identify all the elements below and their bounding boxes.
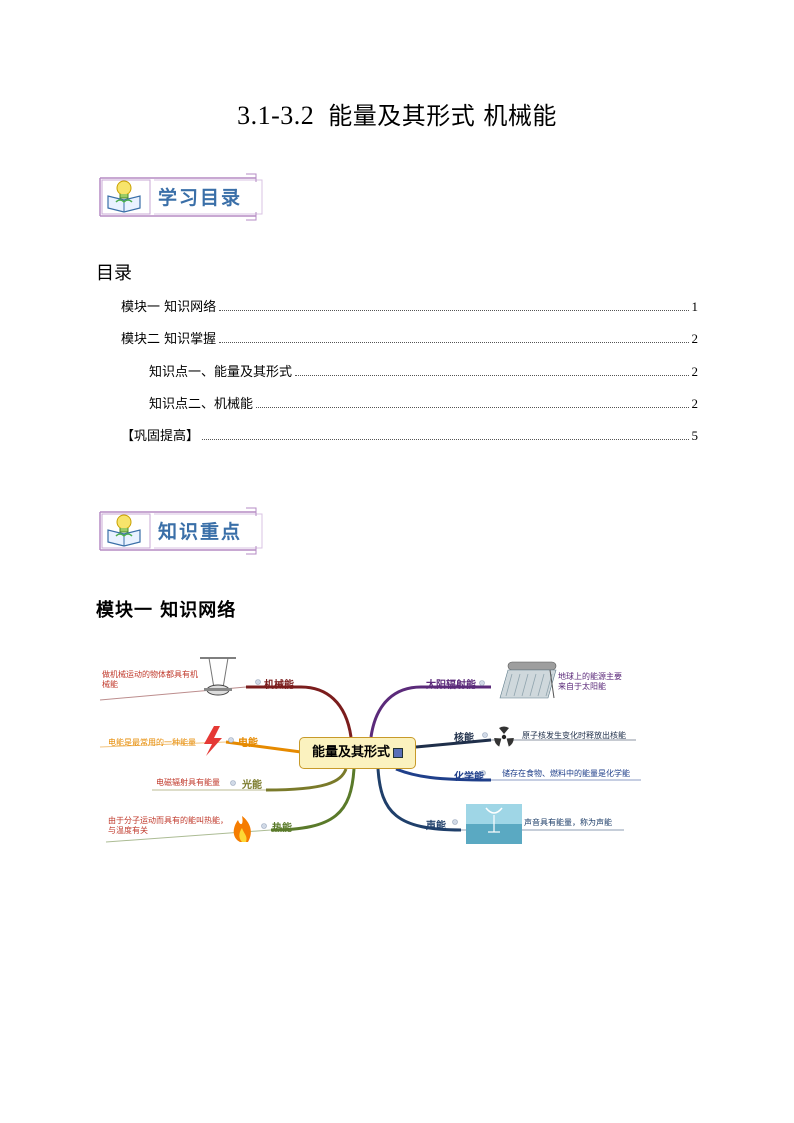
toc-item-label: 知识点一、能量及其形式 — [149, 365, 293, 380]
toc-item-page: 2 — [691, 331, 699, 346]
mindmap: 能量及其形式 做机械运动的物体都具有机械能 机械能 电能是最常用的一种能量 电能… — [96, 652, 651, 852]
key-points-banner: 知识重点 — [96, 506, 264, 556]
mindmap-node[interactable]: 电能 — [238, 738, 258, 749]
toc-item-label: 模块一 知识网络 — [121, 300, 217, 315]
banner-frame — [99, 173, 263, 221]
title-code: 3.1-3.2 — [237, 101, 315, 130]
mindmap-node[interactable]: 声能 — [426, 821, 446, 832]
toc-leader — [219, 342, 689, 343]
mindmap-center-node[interactable]: 能量及其形式 — [299, 737, 416, 769]
mindmap-desc: 储存在食物、燃料中的能量是化学能 — [502, 769, 630, 778]
mindmap-node[interactable]: 化学能 — [454, 772, 484, 783]
sound-glass-photo-icon — [466, 804, 522, 844]
toc-leader — [295, 375, 689, 376]
lightbulb-book-icon — [107, 514, 141, 547]
mindmap-desc: 地球上的能源主要来自于太阳能 — [558, 672, 622, 691]
mindmap-desc: 由于分子运动而具有的能叫热能，与温度有关 — [108, 816, 228, 835]
toc-item-page: 1 — [691, 299, 699, 314]
toc-item-page: 5 — [691, 428, 699, 443]
page-title: 3.1-3.2 能量及其形式 机械能 — [0, 96, 794, 131]
toc-item-label: 模块二 知识掌握 — [121, 332, 217, 347]
banner-contents-text: 学习目录 — [158, 187, 243, 209]
mindmap-node[interactable]: 机械能 — [264, 680, 294, 691]
module1-heading: 模块一 知识网络 — [96, 600, 237, 621]
lightning-icon — [204, 726, 222, 756]
mindmap-desc: 做机械运动的物体都具有机械能 — [102, 670, 198, 689]
toc-item[interactable]: 【巩固提高】 5 — [121, 426, 698, 444]
toc-heading: 目录 — [96, 263, 132, 284]
mindmap-node[interactable]: 核能 — [454, 733, 474, 744]
toc-leader — [219, 310, 689, 311]
mindmap-node[interactable]: 热能 — [272, 823, 292, 834]
toc-item-page: 2 — [691, 364, 699, 379]
toc-item[interactable]: 知识点一、能量及其形式 2 — [149, 362, 698, 380]
banner-key-points-text: 知识重点 — [158, 521, 243, 543]
toc-item-label: 【巩固提高】 — [121, 429, 200, 444]
lightbulb-book-icon — [107, 180, 141, 213]
toc-item-page: 2 — [691, 396, 699, 411]
toc-item[interactable]: 模块二 知识掌握 2 — [121, 329, 698, 347]
note-icon — [393, 747, 403, 758]
fire-icon — [233, 816, 251, 842]
mindmap-node[interactable]: 太阳辐射能 — [426, 680, 476, 691]
mindmap-desc: 原子核发生变化时释放出核能 — [522, 731, 626, 740]
mindmap-desc: 电磁辐射具有能量 — [156, 778, 220, 787]
toc-item[interactable]: 知识点二、机械能 2 — [149, 394, 698, 412]
maxwell-wheel-icon — [200, 657, 236, 696]
mindmap-branches — [99, 657, 641, 844]
radiation-icon — [494, 726, 514, 747]
contents-banner: 学习目录 — [96, 172, 264, 222]
mindmap-desc: 电能是最常用的一种能量 — [108, 738, 196, 747]
toc-item-label: 知识点二、机械能 — [149, 397, 254, 412]
mindmap-desc: 声音具有能量，称为声能 — [524, 818, 612, 827]
center-label: 能量及其形式 — [311, 745, 390, 760]
toc-leader — [256, 407, 689, 408]
mindmap-node[interactable]: 光能 — [242, 780, 262, 791]
title-name: 能量及其形式 机械能 — [328, 102, 557, 130]
solar-water-heater-icon — [499, 661, 557, 699]
toc-leader — [202, 439, 689, 440]
banner-frame — [99, 507, 263, 555]
toc-item[interactable]: 模块一 知识网络 1 — [121, 297, 698, 315]
